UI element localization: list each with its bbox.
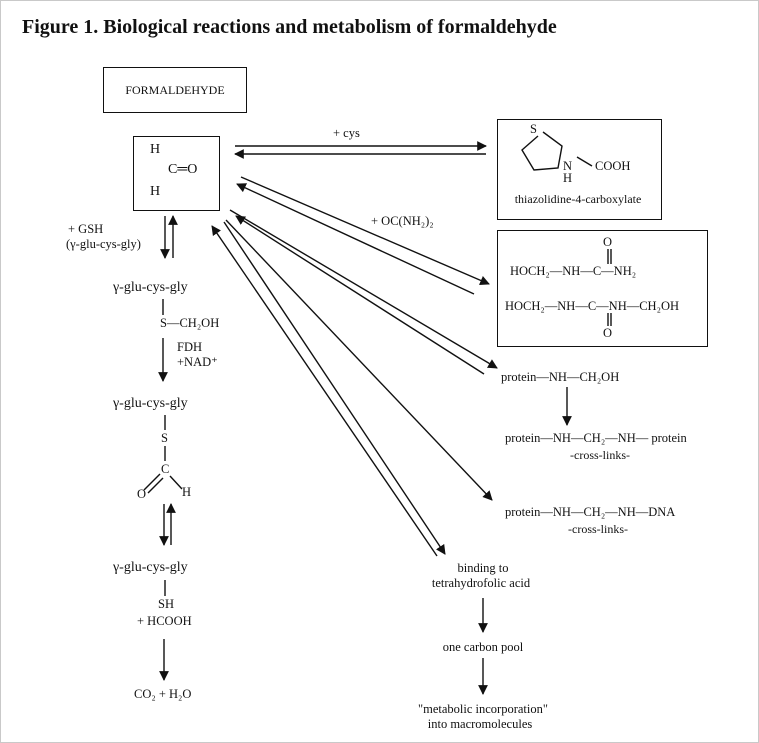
urea-dimethylol: HOCH₂—NH—C—NH—CH₂OH xyxy=(505,299,679,313)
arrow-from-protein-hydroxymethyl xyxy=(235,215,485,375)
binding-line-1: binding to xyxy=(457,561,509,575)
arrow-to-protein-dna xyxy=(225,219,493,501)
bond-c-o-2 xyxy=(147,477,164,494)
thiazolidine-cooh-bond xyxy=(576,156,593,167)
thiazolidine-box xyxy=(497,119,662,220)
urea-monomethylol: HOCH₂—NH—C—NH₂ xyxy=(510,264,637,278)
formyl-h: H xyxy=(182,485,192,499)
thiazolidine-cooh: COOH xyxy=(595,159,631,173)
incorporation-line-1: "metabolic incorporation" xyxy=(418,702,548,716)
urea-o-bottom: O xyxy=(603,326,613,340)
protein-dna-crosslink: protein—NH—CH₂—NH—DNA xyxy=(505,505,676,519)
glutathione-2: γ-glu-cys-gly xyxy=(113,396,188,411)
formaldehyde-h-bottom: H xyxy=(150,184,161,199)
formyl-s: S xyxy=(161,431,168,445)
arrow-to-folate-binding xyxy=(223,221,446,555)
nad-label: +NAD⁺ xyxy=(177,355,218,369)
urea-products-box xyxy=(497,230,708,347)
arrow-to-protein-hydroxymethyl xyxy=(229,209,498,369)
formaldehyde-label: FORMALDEHYDE xyxy=(125,83,225,97)
gsh-detail-label: (γ-glu-cys-gly) xyxy=(66,237,141,251)
urea-label: + OC(NH₂)₂ xyxy=(371,214,434,228)
urea-o-top: O xyxy=(603,235,613,249)
arrow-from-folate-binding xyxy=(211,225,438,557)
fdh-label: FDH xyxy=(177,340,203,354)
binding-line-2: tetrahydrofolic acid xyxy=(431,576,531,590)
co2-water: CO₂ + H₂O xyxy=(134,687,192,701)
formaldehyde-carbonyl: C═O xyxy=(168,162,198,177)
thiazolidine-name: thiazolidine-4-carboxylate xyxy=(514,192,642,206)
formaldehyde-structure-box xyxy=(133,136,220,211)
protein-protein-crosslink: protein—NH—CH₂—NH— protein xyxy=(505,431,687,445)
protein-dna-crosslink-label: -cross-links- xyxy=(568,522,628,536)
protein-protein-crosslink-label: -cross-links- xyxy=(570,448,630,462)
glutathione-3: γ-glu-cys-gly xyxy=(113,560,188,575)
incorporation-line-2: into macromolecules xyxy=(427,717,533,731)
thiazolidine-h: H xyxy=(563,171,573,185)
thiol-sh: SH xyxy=(158,597,174,611)
protein-hydroxymethyl: protein—NH—CH₂OH xyxy=(501,370,620,384)
formic-acid: + HCOOH xyxy=(137,614,192,628)
formyl-o: O xyxy=(137,487,147,501)
thiazolidine-ring xyxy=(521,131,563,171)
glutathione-1: γ-glu-cys-gly xyxy=(113,280,188,295)
thiazolidine-n: N xyxy=(563,159,573,173)
figure-title: Figure 1. Biological reactions and metab… xyxy=(22,16,557,38)
one-carbon-pool: one carbon pool xyxy=(442,640,524,654)
bond-c-h xyxy=(169,475,183,490)
bond-c-o-1 xyxy=(143,473,161,491)
cys-label: + cys xyxy=(333,126,360,140)
arrow-from-urea-products xyxy=(236,183,475,295)
gsh-label: + GSH xyxy=(68,222,104,236)
formaldehyde-h-top: H xyxy=(150,142,161,157)
formaldehyde-label-box xyxy=(103,67,247,113)
formyl-c: C xyxy=(161,462,170,476)
arrow-to-urea-products xyxy=(240,176,490,286)
thiazolidine-s: S xyxy=(530,122,537,136)
s-hydroxymethyl: S—CH₂OH xyxy=(160,316,220,330)
